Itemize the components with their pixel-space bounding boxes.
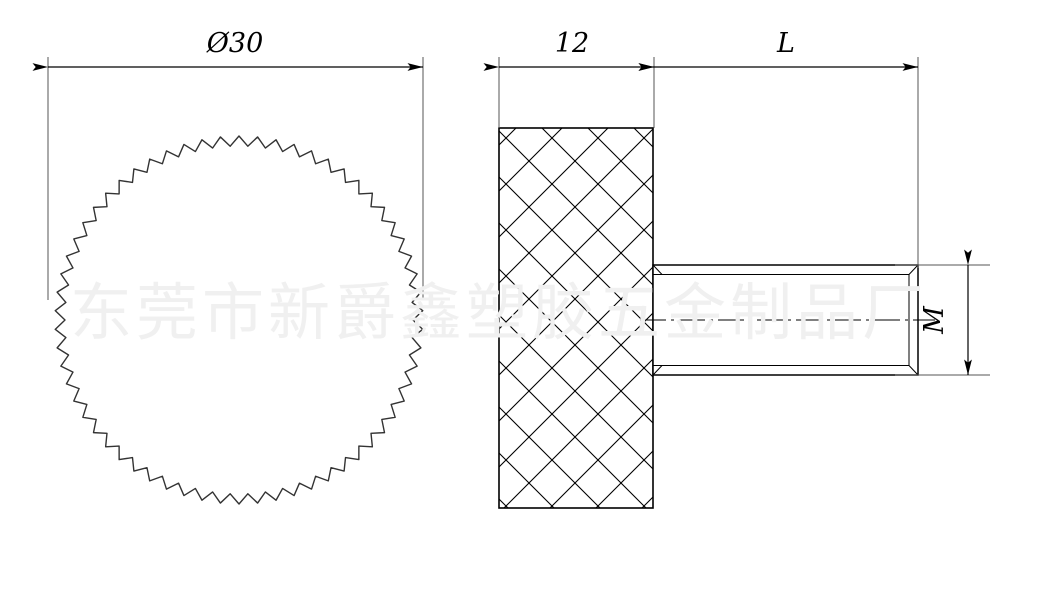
thickness-dim-label: 12	[555, 28, 589, 59]
diameter-dimension: Ø30	[32, 28, 424, 300]
shaft-chamfer-top	[908, 264, 919, 275]
shaft-root-chamfer-bottom	[652, 365, 663, 376]
thread-dim-label: M	[919, 305, 950, 335]
length-dim-label: L	[776, 28, 795, 59]
side-view-group: 12 L M	[483, 28, 990, 509]
shaft-chamfer-bottom	[908, 365, 919, 376]
knurl-teeth	[54, 135, 424, 505]
front-view-group: Ø30	[32, 28, 424, 505]
shaft-root-chamfer-top	[652, 264, 663, 275]
thread-size-dimension: M	[895, 249, 990, 376]
shaft-length-dimension: L	[638, 28, 919, 268]
head-section-body	[498, 127, 654, 509]
head-thickness-dimension: 12	[483, 28, 655, 128]
diameter-dim-label: Ø30	[206, 28, 264, 59]
knurled-circle-path	[54, 135, 424, 505]
